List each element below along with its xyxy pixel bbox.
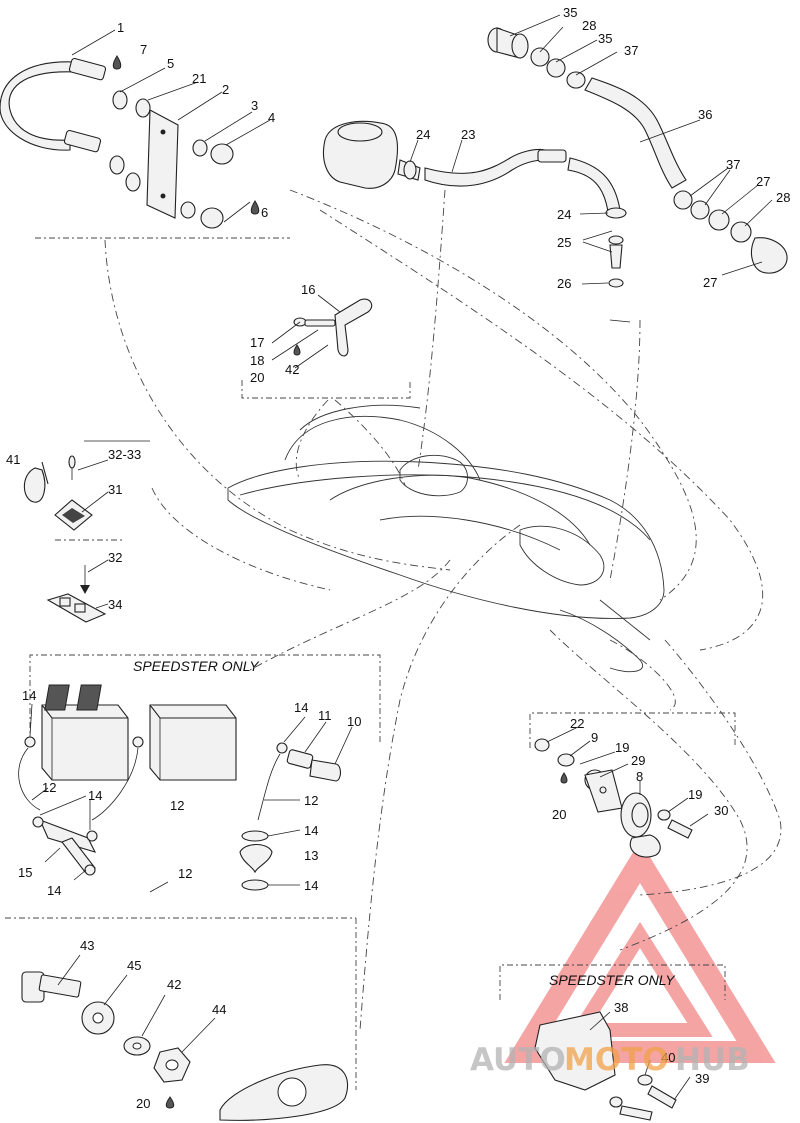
callout-14-battery-left: 14: [22, 688, 36, 703]
callout-27-lower: 27: [703, 275, 717, 290]
callout-36: 36: [698, 107, 712, 122]
callout-27-upper: 27: [756, 174, 770, 189]
tank-hose-assembly: [322, 120, 627, 288]
callout-17: 17: [250, 335, 264, 350]
callout-44: 44: [212, 1002, 226, 1017]
callout-18: 18: [250, 353, 264, 368]
callout-2: 2: [222, 82, 229, 97]
callout-32-33: 32-33: [108, 447, 141, 462]
callout-23: 23: [461, 127, 475, 142]
coupling-assembly: [534, 726, 709, 858]
watermark-triangle-icon: [504, 840, 776, 1063]
exhaust-hose-assembly: [487, 14, 788, 276]
callout-20-lever: 20: [250, 370, 264, 385]
callout-20-coupling: 20: [552, 807, 566, 822]
callout-8: 8: [636, 769, 643, 784]
callout-34: 34: [108, 597, 122, 612]
callout-16: 16: [301, 282, 315, 297]
callout-9: 9: [591, 730, 598, 745]
callout-12-left: 12: [42, 780, 56, 795]
battery-assembly: [18, 684, 237, 893]
callout-38: 38: [614, 1000, 628, 1015]
callout-37-top: 37: [624, 43, 638, 58]
clip-decal-assembly: [23, 455, 109, 623]
callout-13: 13: [304, 848, 318, 863]
callout-31: 31: [108, 482, 122, 497]
callout-10: 10: [347, 714, 361, 729]
callout-29: 29: [631, 753, 645, 768]
callout-12-terminal: 12: [304, 793, 318, 808]
callout-11: 11: [318, 708, 332, 723]
callout-7: 7: [140, 42, 147, 57]
callout-15: 15: [18, 865, 32, 880]
callout-45: 45: [127, 958, 141, 973]
watermark-hub: HUB: [675, 1042, 750, 1078]
hull-assembly: [227, 404, 665, 673]
callout-14-terminal-mid: 14: [304, 823, 318, 838]
callout-5: 5: [167, 56, 174, 71]
callout-4: 4: [268, 110, 275, 125]
callout-28-top: 28: [582, 18, 596, 33]
watermark-logo: [504, 840, 776, 1063]
callout-12-center: 12: [170, 798, 184, 813]
callout-35-top: 35: [563, 5, 577, 20]
callout-14-terminal: 14: [294, 700, 308, 715]
bracket-assembly: [534, 1011, 691, 1121]
callout-32: 32: [108, 550, 122, 565]
callout-30: 30: [714, 803, 728, 818]
callout-24-top: 24: [416, 127, 430, 142]
callout-39: 39: [695, 1071, 709, 1086]
callout-42-lever: 42: [285, 362, 299, 377]
callout-21: 21: [192, 71, 206, 86]
guide-lines: [5, 189, 782, 1090]
section-title-speedster-only-battery: SPEEDSTER ONLY: [133, 658, 260, 674]
callout-28-lower: 28: [776, 190, 790, 205]
callout-19-upper: 19: [615, 740, 629, 755]
callout-25: 25: [557, 235, 571, 250]
callout-40: 40: [661, 1050, 675, 1065]
callout-labels: 1 7 5 21 2 3 4 6 35 28 35 37 36 24 23 37…: [6, 5, 790, 1111]
watermark-moto: MOTO: [564, 1042, 669, 1078]
callout-3: 3: [251, 98, 258, 113]
callout-37-lower: 37: [726, 157, 740, 172]
callout-12-bottom: 12: [178, 866, 192, 881]
callout-24-lower: 24: [557, 207, 571, 222]
callout-35-second: 35: [598, 31, 612, 46]
watermark-auto: AUTO: [470, 1042, 566, 1078]
callout-6: 6: [261, 205, 268, 220]
callout-41: 41: [6, 452, 20, 467]
callout-22: 22: [570, 716, 584, 731]
callout-26: 26: [557, 276, 571, 291]
callout-14-bottom-left: 14: [47, 883, 61, 898]
terminal-assembly: [239, 716, 353, 891]
callout-43: 43: [80, 938, 94, 953]
u-bolt-assembly: [0, 29, 271, 229]
callout-14-terminal-bottom: 14: [304, 878, 318, 893]
callout-1: 1: [117, 20, 124, 35]
callout-19-lower: 19: [688, 787, 702, 802]
callout-42-bottom: 42: [167, 977, 181, 992]
callout-14-battery-mid: 14: [88, 788, 102, 803]
bolt-sprocket-assembly: [21, 954, 349, 1121]
callout-20-bottom: 20: [136, 1096, 150, 1111]
lever-assembly: [271, 294, 373, 369]
section-title-speedster-only-bracket: SPEEDSTER ONLY: [549, 972, 676, 988]
watermark-text: AUTO MOTO HUB: [470, 1042, 750, 1078]
